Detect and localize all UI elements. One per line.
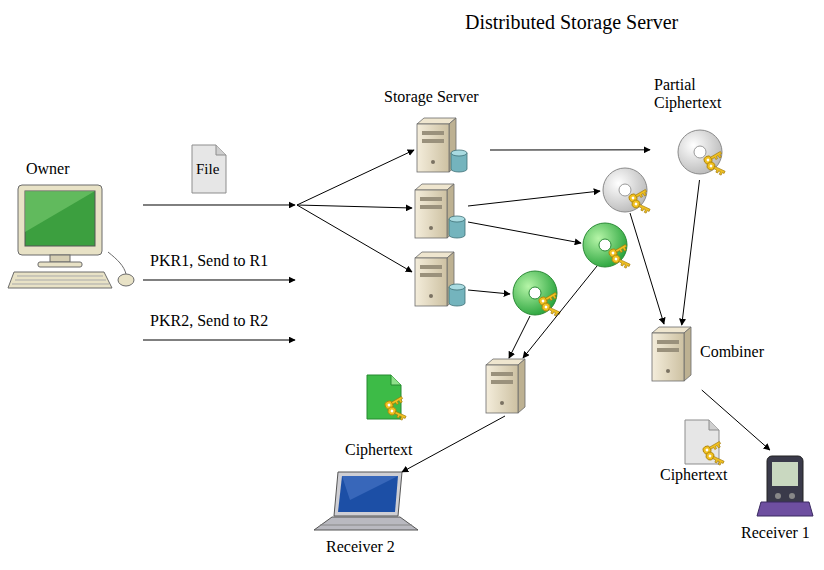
node-label: Combiner bbox=[700, 343, 764, 361]
cloud-outline bbox=[295, 35, 805, 470]
cloud-outline bbox=[520, 370, 620, 470]
server-icon bbox=[486, 359, 525, 413]
edge-label: PKR2, Send to R2 bbox=[150, 312, 268, 330]
cloud-outline bbox=[340, 90, 760, 410]
icon-node: Partial Ciphertext bbox=[650, 76, 740, 180]
flow-arrow bbox=[297, 205, 412, 208]
icon-node: Owner bbox=[8, 160, 143, 355]
cloud-outline bbox=[470, 380, 560, 470]
cloud-outline bbox=[690, 330, 770, 410]
cloud-outline bbox=[295, 35, 805, 470]
flow-arrow bbox=[682, 180, 700, 325]
cloud-outline bbox=[738, 218, 802, 282]
cloud-outline bbox=[470, 380, 560, 470]
cloud-outline bbox=[295, 225, 385, 315]
pda-icon bbox=[757, 456, 813, 516]
cloud-outline bbox=[745, 175, 805, 235]
edge-label-holder: File bbox=[196, 160, 219, 178]
flow-arrow bbox=[468, 222, 581, 243]
flow-arrow bbox=[468, 191, 600, 206]
node-label: Owner bbox=[26, 160, 70, 178]
pc-icon bbox=[8, 185, 134, 288]
cloud-outline bbox=[300, 140, 390, 230]
cloud-outline bbox=[412, 357, 508, 453]
srv-icon bbox=[652, 327, 691, 381]
cloud-outline bbox=[360, 355, 440, 435]
server-icon bbox=[486, 359, 525, 413]
storage-server-icon bbox=[415, 252, 465, 306]
cloud-outline bbox=[645, 35, 755, 145]
node-label: Partial Ciphertext bbox=[654, 76, 736, 112]
flow-arrow bbox=[297, 150, 414, 205]
laptop-icon bbox=[314, 472, 418, 530]
icon-node: Storage Server bbox=[382, 88, 490, 180]
cloud-outline bbox=[412, 357, 508, 453]
icon-node: Combiner bbox=[648, 325, 773, 390]
flow-arrow bbox=[143, 340, 295, 341]
docG-icon bbox=[685, 420, 725, 466]
storage-server-icon bbox=[415, 184, 465, 306]
cloud-outline bbox=[718, 108, 802, 192]
diskG-icon bbox=[678, 130, 726, 176]
flow-arrow bbox=[297, 150, 664, 472]
cloud-outline bbox=[645, 35, 755, 145]
cloud-outline bbox=[745, 175, 805, 235]
cloud-outline bbox=[738, 218, 802, 282]
flow-arrow bbox=[468, 290, 510, 294]
node-label: Ciphertext bbox=[345, 441, 413, 459]
cloud-outline bbox=[562, 40, 658, 136]
node-label: Receiver 2 bbox=[326, 538, 395, 556]
node-label: Storage Server bbox=[384, 88, 479, 106]
pc-icon bbox=[8, 160, 143, 355]
flow-arrow bbox=[509, 316, 530, 358]
edge-label: PKR1, Send to R1 bbox=[150, 252, 268, 270]
cloud-outline bbox=[300, 140, 390, 230]
flow-arrow bbox=[143, 204, 295, 205]
cloud-outline bbox=[295, 225, 385, 315]
flow-arrow bbox=[630, 213, 664, 324]
partial-ciphertext-disk bbox=[513, 168, 651, 317]
edge-label-holder: PKR2, Send to R2 bbox=[150, 312, 268, 330]
node-label: Ciphertext bbox=[660, 466, 728, 484]
file-icon bbox=[192, 145, 226, 193]
flow-arrow bbox=[523, 266, 597, 358]
cloud-outline bbox=[465, 35, 575, 145]
icon-node: Ciphertext bbox=[345, 375, 430, 465]
flow-arrow bbox=[402, 416, 505, 472]
cloud-outline bbox=[690, 330, 770, 410]
cloud-outline bbox=[465, 35, 575, 145]
node-label: Receiver 1 bbox=[741, 524, 810, 542]
cloud-outline bbox=[340, 90, 760, 410]
partial-ciphertext-disk bbox=[603, 168, 651, 214]
cloud-outline bbox=[360, 355, 440, 435]
storage-server-icon bbox=[415, 184, 465, 238]
file-icon bbox=[192, 145, 226, 193]
flow-arrow bbox=[297, 205, 412, 272]
cloud-outline bbox=[718, 108, 802, 192]
cloud-outline bbox=[520, 370, 620, 470]
partial-ciphertext-disk bbox=[583, 223, 631, 269]
icon-node: Ciphertext bbox=[655, 420, 740, 490]
flow-arrow bbox=[490, 149, 650, 150]
diagram-title: Distributed Storage Server bbox=[465, 11, 678, 34]
cloud-outline bbox=[562, 40, 658, 136]
icon-node: Receiver 2 bbox=[310, 470, 422, 564]
srvdb-icon bbox=[417, 118, 467, 172]
edge-label: File bbox=[196, 160, 219, 178]
icon-node: Receiver 1 bbox=[735, 450, 820, 550]
docN-icon bbox=[367, 375, 407, 421]
flow-arrow bbox=[143, 279, 295, 280]
edge-label-holder: PKR1, Send to R1 bbox=[150, 252, 268, 270]
partial-ciphertext-disk bbox=[513, 271, 561, 317]
